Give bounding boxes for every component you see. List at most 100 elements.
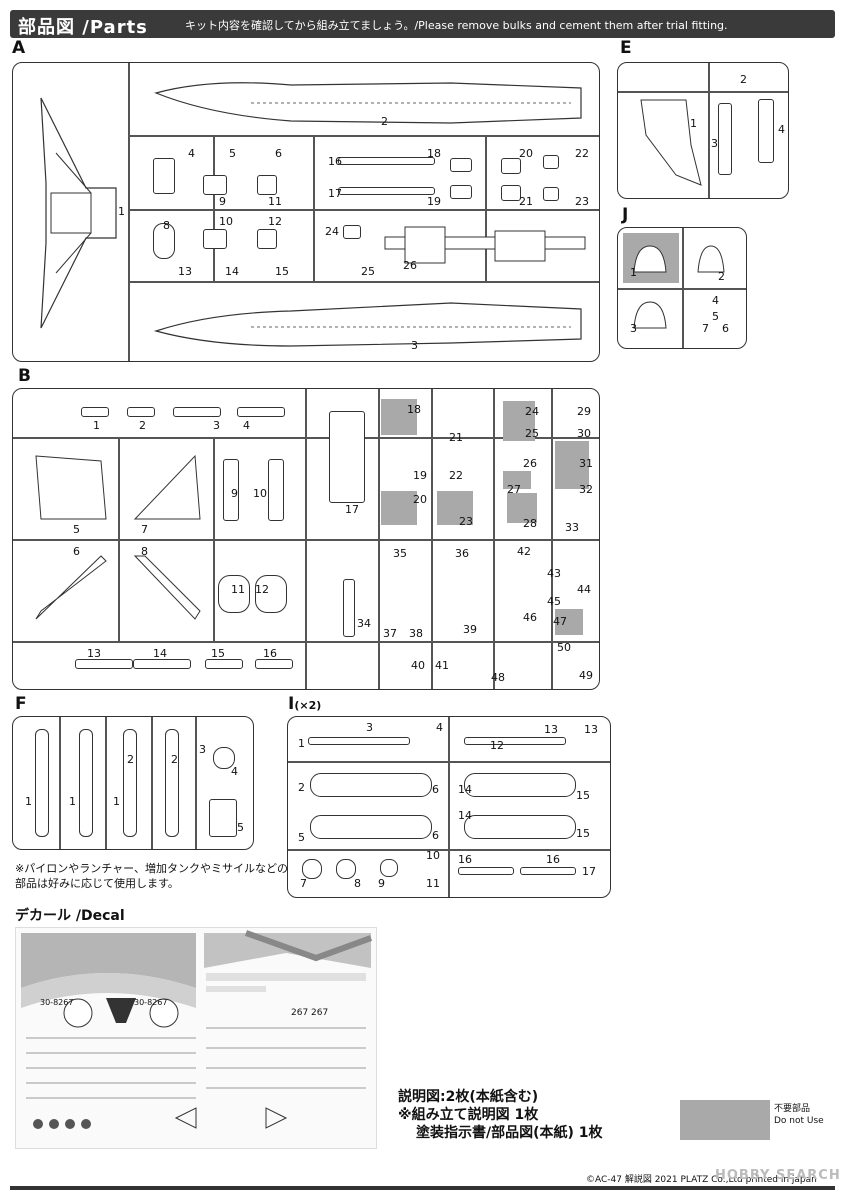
do-not-use-highlight <box>381 491 417 525</box>
runner <box>551 389 553 689</box>
decal-title: デカール /Decal <box>15 908 125 924</box>
part <box>209 799 237 837</box>
instructions: 説明図:2枚(本紙含む) ※組み立て説明図 1枚 塗装指示書/部品図(本紙) 1… <box>398 1088 603 1142</box>
part-number: 22 <box>449 469 463 482</box>
decal-artwork <box>21 930 373 1129</box>
missile-part <box>464 737 566 745</box>
part <box>758 99 774 163</box>
part-number: 16 <box>546 853 560 866</box>
part-number: 14 <box>458 783 472 796</box>
part-number: 12 <box>490 739 504 752</box>
header-note: キット内容を確認してから組み立てましょう。/Please remove bulk… <box>185 19 728 32</box>
part-number: 16 <box>458 853 472 866</box>
part-number: 38 <box>409 627 423 640</box>
sprue-j-frame: 1 2 3 4 5 6 7 <box>617 227 747 349</box>
part-number: 24 <box>525 405 539 418</box>
part-number: 9 <box>231 487 238 500</box>
part <box>343 225 361 239</box>
part-number: 23 <box>459 515 473 528</box>
drop-tank-part <box>310 815 432 839</box>
canopy-frame-part <box>640 99 702 186</box>
part-number: 3 <box>711 137 718 150</box>
section-j-label: J <box>622 205 629 225</box>
canopy-part <box>633 301 667 329</box>
runner <box>213 135 215 281</box>
part-number: 6 <box>73 545 80 558</box>
part-number: 10 <box>253 487 267 500</box>
pylon-part <box>79 729 93 837</box>
drop-tank-part <box>464 815 576 839</box>
part-number: 10 <box>219 215 233 228</box>
stabilizer-part <box>133 555 201 620</box>
runner <box>128 63 130 361</box>
sprue-a-frame: 1 2 3 4 5 6 8 9 10 11 12 13 14 15 16 17 … <box>12 62 600 362</box>
part <box>501 158 521 174</box>
section-e-label: E <box>620 38 632 58</box>
part-number: 30 <box>577 427 591 440</box>
part <box>153 158 175 194</box>
part-number: 32 <box>579 483 593 496</box>
runner <box>128 135 599 137</box>
part-number: 14 <box>458 809 472 822</box>
wing-part <box>40 97 117 329</box>
part <box>458 867 514 875</box>
footer-copyright: ©AC-47 解説図 2021 PLATZ Co.,Ltd printed in… <box>586 1175 817 1185</box>
runner <box>213 437 215 641</box>
part-number: 19 <box>427 195 441 208</box>
part-number: 13 <box>87 647 101 660</box>
part-number: 7 <box>300 877 307 890</box>
sprue-i-frame: 1 2 3 4 5 6 6 7 8 9 10 11 12 13 13 14 14… <box>287 716 611 898</box>
part <box>203 175 227 195</box>
part-number: 11 <box>231 583 245 596</box>
part-number: 6 <box>432 829 439 842</box>
pylon-part <box>123 729 137 837</box>
part-number: 15 <box>211 647 225 660</box>
section-i-quantity: (×2) <box>294 699 322 712</box>
part-number: 4 <box>188 147 195 160</box>
part-number: 1 <box>630 266 637 279</box>
part-number: 8 <box>354 877 361 890</box>
part-number: 50 <box>557 641 571 654</box>
part-number: 18 <box>407 403 421 416</box>
decal-number: 267 267 <box>291 1008 329 1018</box>
part-number: 13 <box>178 265 192 278</box>
part <box>343 579 355 637</box>
part <box>450 185 472 199</box>
part-number: 31 <box>579 457 593 470</box>
part <box>338 187 435 195</box>
part-number: 12 <box>268 215 282 228</box>
part <box>543 187 559 201</box>
fuselage-half-upper <box>154 82 582 124</box>
part-number: 2 <box>298 781 305 794</box>
part-number: 4 <box>231 765 238 778</box>
runner <box>288 761 610 763</box>
part <box>718 103 732 175</box>
runner <box>618 91 788 93</box>
part-number: 4 <box>243 419 250 432</box>
decal-sheet: 30-8267 30-8267 267 267 <box>15 927 377 1149</box>
part <box>302 859 322 879</box>
part-number: 10 <box>426 849 440 862</box>
runner <box>59 717 61 849</box>
header-bar: 部品図 /Parts キット内容を確認してから組み立てましょう。/Please … <box>10 10 835 38</box>
bottom-bar <box>10 1186 835 1190</box>
do-not-use-legend-swatch <box>680 1100 770 1140</box>
part <box>255 659 293 669</box>
part-number: 28 <box>523 517 537 530</box>
part-number: 9 <box>378 877 385 890</box>
part <box>218 575 250 613</box>
part-number: 1 <box>93 419 100 432</box>
runner <box>448 717 450 897</box>
part-number: 44 <box>577 583 591 596</box>
part-number: 29 <box>577 405 591 418</box>
part-number: 3 <box>411 339 418 352</box>
part-number: 21 <box>449 431 463 444</box>
part-number: 27 <box>507 483 521 496</box>
watermark: HOBBY SEARCH <box>715 1168 841 1183</box>
part-number: 12 <box>255 583 269 596</box>
runner <box>128 209 599 211</box>
do-not-use-highlight <box>555 441 589 489</box>
part-number: 14 <box>225 265 239 278</box>
part-number: 1 <box>118 205 125 218</box>
part-number: 6 <box>432 783 439 796</box>
